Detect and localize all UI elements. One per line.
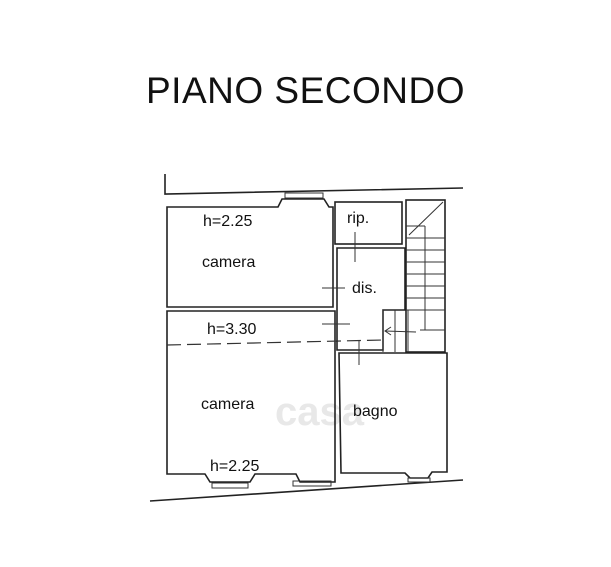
camera-top-height: h=2.25 <box>203 213 252 230</box>
floor-title: PIANO SECONDO <box>146 70 465 111</box>
camera-top-label: camera <box>202 254 255 271</box>
room-camera-top <box>166 198 334 308</box>
staircase <box>382 199 446 353</box>
door-marks <box>322 232 360 365</box>
bagno-label: bagno <box>353 403 398 420</box>
window-top <box>284 192 324 199</box>
room-camera-bottom <box>166 310 336 483</box>
camera-bottom-label: camera <box>201 396 254 413</box>
exterior-wall-top <box>164 174 464 195</box>
window-bottom-1 <box>211 482 249 489</box>
camera-bottom-height-top: h=3.30 <box>207 321 256 338</box>
stair-arrow-icon <box>384 326 392 336</box>
dis-label: dis. <box>352 280 377 297</box>
watermark: casa <box>275 390 365 434</box>
window-bottom-2 <box>292 480 332 487</box>
room-ripostiglio <box>334 201 403 245</box>
exterior-wall-bottom <box>149 479 464 502</box>
height-change-line <box>166 339 384 346</box>
camera-bottom-height-bottom: h=2.25 <box>210 458 259 475</box>
rip-label: rip. <box>347 210 369 227</box>
